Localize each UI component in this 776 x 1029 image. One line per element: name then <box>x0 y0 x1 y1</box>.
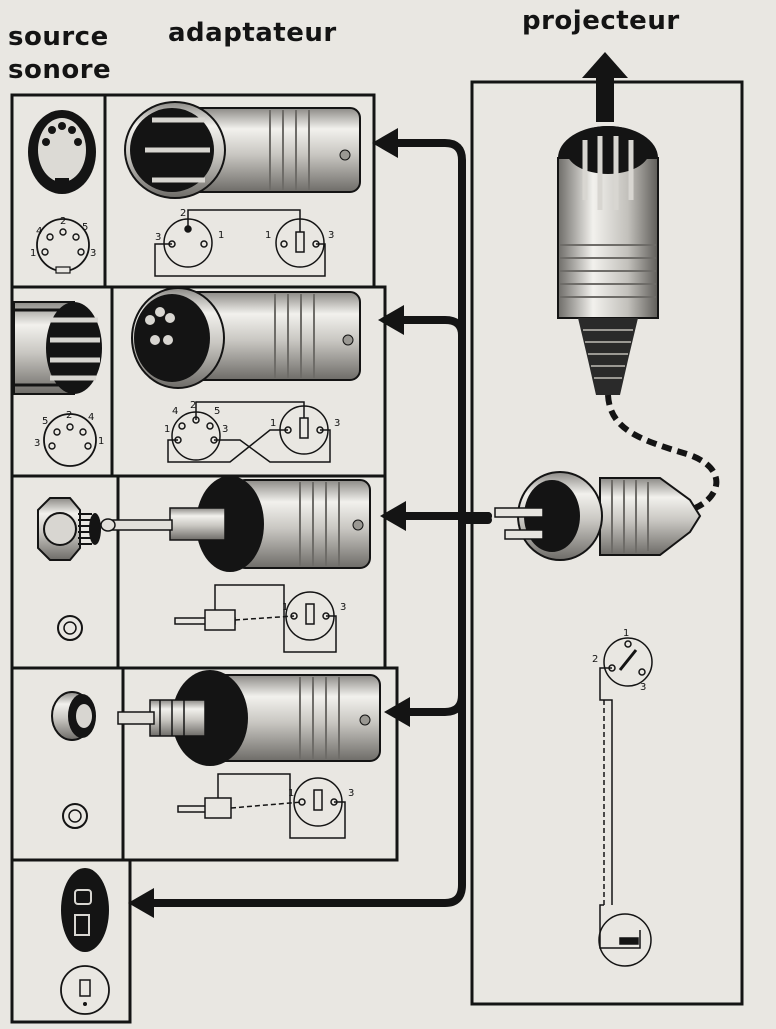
left-panel-frame <box>10 93 399 1024</box>
rca-socket-source <box>51 691 96 741</box>
pin-label: 5 <box>82 222 88 233</box>
dashed-cable <box>605 394 720 513</box>
connection-arrows <box>144 139 492 907</box>
pin-label: 3 <box>348 788 354 799</box>
pin-label: 3 <box>334 418 340 429</box>
pin-label: 4 <box>36 226 42 237</box>
pin-label: 2 <box>66 410 72 421</box>
pin-label: 1 <box>270 418 276 429</box>
projector-socket-pinout <box>598 637 653 967</box>
din5-socket-front <box>28 110 96 194</box>
pin-label: 3 <box>155 232 161 243</box>
pin-label: 1 <box>265 230 271 241</box>
pin-label: 1 <box>288 788 294 799</box>
pin-label: 3 <box>90 248 96 259</box>
pin-label: 1 <box>30 248 36 259</box>
pin-label: 2 <box>592 654 598 665</box>
projector-plug-vertical <box>557 126 659 395</box>
pin-label: 5 <box>42 416 48 427</box>
projector-plug-horizontal <box>494 471 702 561</box>
din5-adapter-socket-row2 <box>131 287 361 389</box>
rca-pinout-icon <box>62 803 88 829</box>
adapter-wiring-row2 <box>167 401 331 463</box>
pin-label: 2 <box>60 216 66 227</box>
pin-label: 2 <box>190 400 196 411</box>
pin-label: 3 <box>34 438 40 449</box>
arrowheads <box>128 128 410 918</box>
adapter-wiring-row4 <box>177 773 346 839</box>
pin-label: 3 <box>340 602 346 613</box>
arrow-up-icon <box>582 52 628 122</box>
jack-pinout-icon <box>57 615 83 641</box>
din5-pinout-row1 <box>36 218 90 274</box>
din5-adapter-plug-row1 <box>124 101 361 199</box>
pin-label: 4 <box>172 406 178 417</box>
pin-label: 1 <box>218 230 224 241</box>
pin-label: 3 <box>640 682 646 693</box>
flat-socket-source <box>61 868 109 952</box>
pin-label: 1 <box>164 424 170 435</box>
din5-plug-source-row2 <box>13 301 102 395</box>
pin-label: 5 <box>214 406 220 417</box>
pin-label: 1 <box>623 628 629 639</box>
pin-label: 2 <box>180 208 186 219</box>
adapter-wiring-row3 <box>174 584 337 653</box>
header-source-line2: sonore <box>8 55 112 85</box>
pin-label: 3 <box>328 230 334 241</box>
header-source-line1: source <box>8 22 109 52</box>
flat-socket-pinout <box>60 965 110 1015</box>
pin-label: 1 <box>98 436 104 447</box>
din5-pinout-row2 <box>43 413 97 467</box>
pin-label: 3 <box>222 424 228 435</box>
pin-label: 4 <box>88 412 94 423</box>
jack-adapter-plug <box>100 476 371 572</box>
header-projector: projecteur <box>522 6 680 36</box>
rca-adapter-plug <box>117 670 381 766</box>
adapter-wiring-row1 <box>154 209 326 277</box>
header-adapter: adaptateur <box>168 18 337 48</box>
pin-label: 1 <box>282 602 288 613</box>
jack-socket-source <box>37 497 101 561</box>
